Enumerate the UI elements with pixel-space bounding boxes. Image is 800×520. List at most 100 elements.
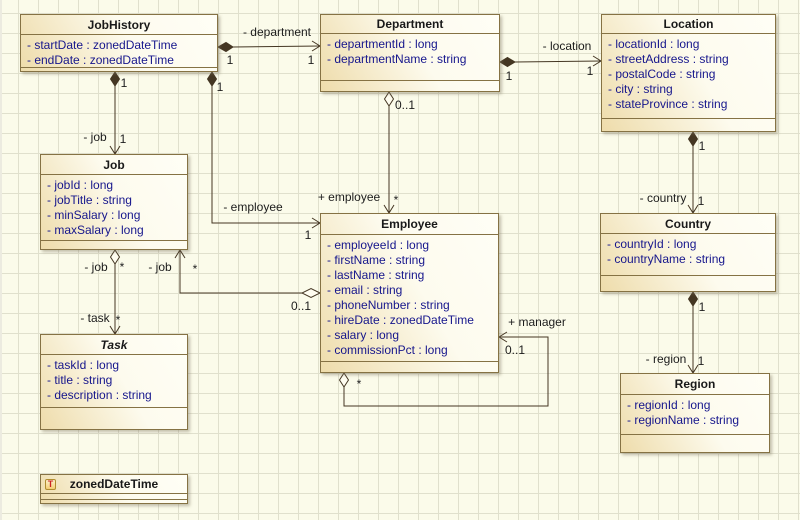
- class-attribute[interactable]: - regionName : string: [627, 413, 740, 427]
- class-attribute[interactable]: - countryId : long: [607, 237, 697, 251]
- datatype-compartment: [41, 499, 187, 503]
- class-employee[interactable]: Employee - employeeId : long- firstName …: [320, 213, 499, 373]
- class-attribute[interactable]: - postalCode : string: [608, 67, 716, 81]
- class-attribute[interactable]: - email : string: [327, 283, 403, 297]
- class-task[interactable]: Task - taskId : long- title : string- de…: [40, 334, 188, 430]
- class-department[interactable]: Department - departmentId : long- depart…: [320, 14, 500, 92]
- class-title[interactable]: Task: [100, 337, 128, 352]
- attribute-compartment: - countryId : long- countryName : string: [601, 233, 775, 275]
- assoc-mult-target[interactable]: 1: [586, 64, 594, 78]
- class-attribute[interactable]: - lastName : string: [327, 268, 425, 282]
- class-attribute[interactable]: - hireDate : zonedDateTime: [327, 313, 474, 327]
- assoc-mult-target[interactable]: *: [192, 262, 198, 276]
- class-attribute[interactable]: - salary : long: [327, 328, 400, 342]
- operations-compartment: [321, 80, 499, 91]
- assoc-role-department[interactable]: - department: [242, 25, 312, 39]
- assoc-mult-target[interactable]: 1: [697, 354, 705, 368]
- class-attribute[interactable]: - stateProvince : string: [608, 97, 728, 111]
- class-attribute[interactable]: - description : string: [47, 388, 152, 402]
- assoc-mult-target[interactable]: 1: [119, 132, 127, 146]
- aggregation-diamond-icon: [300, 287, 322, 299]
- assoc-role-job-target[interactable]: - job: [148, 260, 172, 274]
- class-title[interactable]: Department: [376, 17, 444, 31]
- assoc-mult-target[interactable]: 1: [304, 228, 312, 242]
- operations-compartment: [321, 361, 498, 372]
- operations-compartment: [21, 67, 217, 71]
- assoc-mult-target[interactable]: 0..1: [504, 343, 526, 357]
- class-attribute[interactable]: - locationId : long: [608, 37, 700, 51]
- class-title[interactable]: Job: [103, 157, 125, 172]
- class-attribute[interactable]: - regionId : long: [627, 398, 711, 412]
- class-title[interactable]: Country: [665, 216, 711, 231]
- class-attribute[interactable]: - minSalary : long: [47, 208, 141, 222]
- assoc-mult-source[interactable]: 1: [698, 139, 706, 153]
- assoc-role-job-source[interactable]: - job: [84, 260, 108, 274]
- assoc-role-task[interactable]: - task: [80, 311, 110, 325]
- datatype-title-row[interactable]: T zonedDateTime: [41, 475, 187, 493]
- assoc-role-employee[interactable]: - employee: [223, 200, 283, 214]
- operations-compartment: [41, 240, 187, 249]
- class-attribute[interactable]: - jobId : long: [47, 178, 114, 192]
- attribute-compartment: - departmentId : long- departmentName : …: [321, 33, 499, 80]
- class-title[interactable]: zonedDateTime: [69, 477, 159, 491]
- class-attribute[interactable]: - countryName : string: [607, 252, 726, 266]
- assoc-role-location[interactable]: - location: [542, 39, 592, 53]
- composition-diamond-icon: [109, 71, 121, 87]
- class-attribute[interactable]: - phoneNumber : string: [327, 298, 450, 312]
- attribute-compartment: - taskId : long- title : string- descrip…: [41, 354, 187, 407]
- assoc-mult-target[interactable]: 1: [697, 194, 705, 208]
- assoc-role-country[interactable]: - country: [639, 191, 687, 205]
- aggregation-diamond-icon: [383, 91, 395, 107]
- class-job[interactable]: Job - jobId : long- jobTitle : string- m…: [40, 154, 188, 250]
- attribute-compartment: - regionId : long- regionName : string: [621, 394, 769, 434]
- class-attribute[interactable]: - startDate : zonedDateTime: [27, 38, 178, 52]
- attribute-compartment: - locationId : long- streetAddress : str…: [602, 33, 775, 118]
- class-attribute[interactable]: - firstName : string: [327, 253, 426, 267]
- class-attribute[interactable]: - maxSalary : long: [47, 223, 144, 237]
- class-region[interactable]: Region - regionId : long- regionName : s…: [620, 373, 770, 453]
- datatype-zoneddatetime[interactable]: T zonedDateTime: [40, 474, 188, 504]
- assoc-mult-source[interactable]: 1: [226, 53, 234, 67]
- composition-diamond-icon: [206, 71, 218, 87]
- assoc-mult-source[interactable]: 1: [216, 80, 224, 94]
- class-title[interactable]: Location: [663, 17, 714, 31]
- class-attribute[interactable]: - streetAddress : string: [608, 52, 729, 66]
- assoc-mult-target[interactable]: *: [115, 313, 121, 327]
- attribute-compartment: - employeeId : long- firstName : string-…: [321, 234, 498, 361]
- assoc-role-job[interactable]: - job: [83, 130, 107, 144]
- assoc-mult-source[interactable]: *: [356, 377, 362, 391]
- assoc-role-employee-public[interactable]: + employee: [317, 190, 381, 204]
- attribute-compartment: - jobId : long- jobTitle : string- minSa…: [41, 174, 187, 240]
- class-attribute[interactable]: - endDate : zonedDateTime: [27, 53, 174, 67]
- assoc-mult-source[interactable]: 1: [120, 76, 128, 90]
- class-attribute[interactable]: - title : string: [47, 373, 113, 387]
- class-attribute[interactable]: - departmentId : long: [327, 37, 438, 51]
- class-title[interactable]: Employee: [381, 217, 438, 231]
- class-location[interactable]: Location - locationId : long- streetAddr…: [601, 14, 776, 132]
- class-country[interactable]: Country - countryId : long- countryName …: [600, 213, 776, 292]
- class-attribute[interactable]: - taskId : long: [47, 358, 120, 372]
- assoc-mult-source[interactable]: *: [119, 260, 125, 274]
- aggregation-diamond-icon: [338, 372, 350, 388]
- class-title[interactable]: Region: [674, 377, 716, 391]
- class-attribute[interactable]: - departmentName : string: [327, 52, 467, 66]
- assoc-role-manager[interactable]: + manager: [508, 315, 566, 329]
- class-attribute[interactable]: - employeeId : long: [327, 238, 430, 252]
- assoc-mult-source[interactable]: 0..1: [290, 299, 312, 313]
- assoc-mult-source[interactable]: 0..1: [394, 98, 416, 112]
- assoc-mult-target[interactable]: *: [393, 193, 399, 207]
- class-attribute[interactable]: - commissionPct : long: [327, 343, 448, 357]
- assoc-mult-source[interactable]: 1: [505, 69, 513, 83]
- composition-diamond-icon: [687, 291, 699, 307]
- class-title[interactable]: JobHistory: [87, 17, 151, 32]
- assoc-mult-source[interactable]: 1: [698, 300, 706, 314]
- class-jobhistory[interactable]: JobHistory - startDate : zonedDateTime- …: [20, 14, 218, 72]
- operations-compartment: [41, 407, 187, 429]
- composition-diamond-icon: [499, 56, 516, 68]
- assoc-role-region[interactable]: - region: [645, 352, 687, 366]
- class-attribute[interactable]: - jobTitle : string: [47, 193, 132, 207]
- composition-diamond-icon: [687, 131, 699, 147]
- assoc-mult-target[interactable]: 1: [307, 53, 315, 67]
- class-attribute[interactable]: - city : string: [608, 82, 673, 96]
